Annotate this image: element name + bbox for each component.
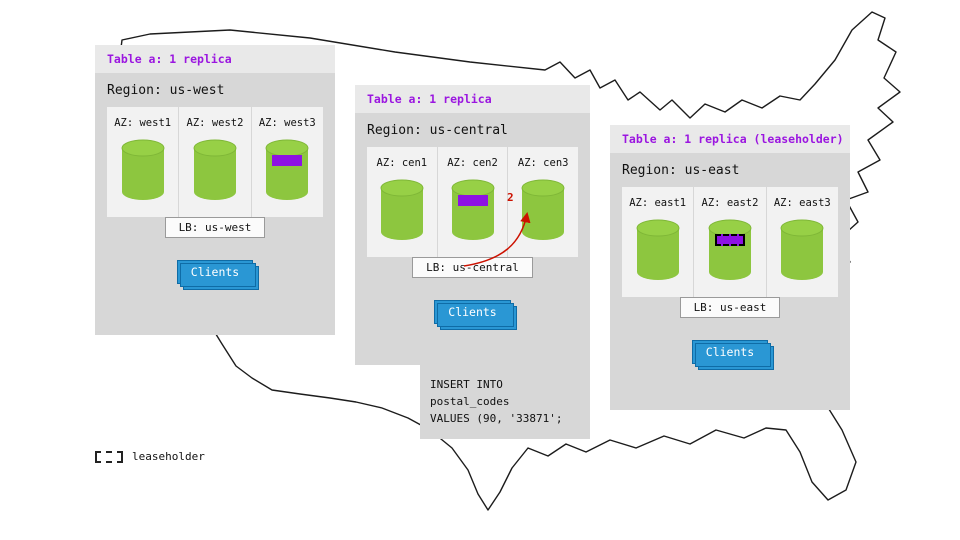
table-replica-header: Table a: 1 replica (leaseholder) [610, 125, 850, 153]
database-cylinder-icon [121, 139, 165, 200]
az-row: AZ: west1 AZ: west2 AZ: west3 [107, 107, 323, 217]
az-label: AZ: east1 [629, 197, 687, 209]
replica-cylinder [192, 139, 238, 203]
leaseholder-legend: leaseholder [95, 450, 205, 463]
sql-insert-statement: INSERT INTO postal_codes VALUES (90, '33… [420, 365, 590, 440]
database-cylinder-icon [451, 179, 494, 240]
region-title-us-central: Region: us-central [367, 123, 508, 138]
replica-cylinder [779, 219, 825, 283]
arrow-step-number: 2 [507, 191, 514, 204]
legend-label: leaseholder [132, 450, 205, 463]
sql-line-1: INSERT INTO postal_codes [430, 378, 510, 409]
replica-cylinder [264, 139, 310, 203]
replica-cylinder [450, 179, 496, 243]
table-replica-header: Table a: 1 replica [95, 45, 335, 73]
region-title-us-west: Region: us-west [107, 83, 225, 98]
az-cell-cen3: AZ: cen3 [508, 147, 578, 257]
region-panel-us-east: Table a: 1 replica (leaseholder) Region:… [610, 125, 850, 410]
az-label: AZ: east3 [773, 197, 831, 209]
sql-line-2: VALUES (90, '33871'; [430, 412, 563, 426]
load-balancer-us-west: LB: us-west [164, 217, 266, 238]
az-cell-west1: AZ: west1 [107, 107, 180, 217]
az-label: AZ: west3 [258, 117, 316, 129]
replica-cylinder [379, 179, 425, 243]
az-label: AZ: west2 [186, 117, 244, 129]
database-cylinder-icon [708, 219, 752, 280]
replica-cylinder [707, 219, 753, 283]
az-cell-east2: AZ: east2 [694, 187, 767, 297]
database-cylinder-icon [193, 139, 237, 200]
az-cell-cen1: AZ: cen1 [367, 147, 438, 257]
az-label: AZ: cen2 [447, 157, 498, 169]
region-panel-us-central: Table a: 1 replica Region: us-central AZ… [355, 85, 590, 365]
az-row: AZ: east1 AZ: east2 AZ: east3 [622, 187, 838, 297]
replica-band [457, 195, 488, 206]
load-balancer-us-east: LB: us-east [679, 297, 781, 318]
az-cell-east1: AZ: east1 [622, 187, 695, 297]
database-cylinder-icon [780, 219, 824, 280]
az-row: AZ: cen1 AZ: cen2 AZ: cen3 [367, 147, 578, 257]
leaseholder-band [714, 234, 745, 246]
table-replica-label: Table a: 1 replica (leaseholder) [622, 132, 844, 146]
az-label: AZ: cen3 [517, 157, 569, 169]
clients-node: Clients [691, 340, 775, 370]
table-replica-label: Table a: 1 replica [367, 92, 492, 106]
clients-node: Clients [176, 260, 260, 290]
replica-cylinder [635, 219, 681, 283]
region-panel-us-west: Table a: 1 replica Region: us-west AZ: w… [95, 45, 335, 335]
replica-cylinder [120, 139, 166, 203]
az-label: AZ: cen1 [376, 157, 428, 169]
replica-band [272, 155, 303, 166]
az-cell-west3: AZ: west3 [252, 107, 323, 217]
clients-node: Clients [434, 300, 518, 330]
load-balancer-us-central: LB: us-central [412, 257, 533, 278]
region-title-us-east: Region: us-east [622, 163, 740, 178]
az-cell-cen2: AZ: cen2 [438, 147, 509, 257]
az-cell-east3: AZ: east3 [767, 187, 838, 297]
database-cylinder-icon [380, 179, 424, 240]
table-replica-header: Table a: 1 replica [355, 85, 590, 113]
az-cell-west2: AZ: west2 [179, 107, 252, 217]
database-cylinder-icon [265, 139, 309, 200]
table-replica-label: Table a: 1 replica [107, 52, 232, 66]
az-label: AZ: east2 [701, 197, 759, 209]
az-label: AZ: west1 [114, 117, 172, 129]
database-cylinder-icon [636, 219, 680, 280]
replica-cylinder [520, 179, 566, 243]
database-cylinder-icon [521, 179, 565, 240]
leaseholder-swatch-icon [95, 450, 123, 463]
